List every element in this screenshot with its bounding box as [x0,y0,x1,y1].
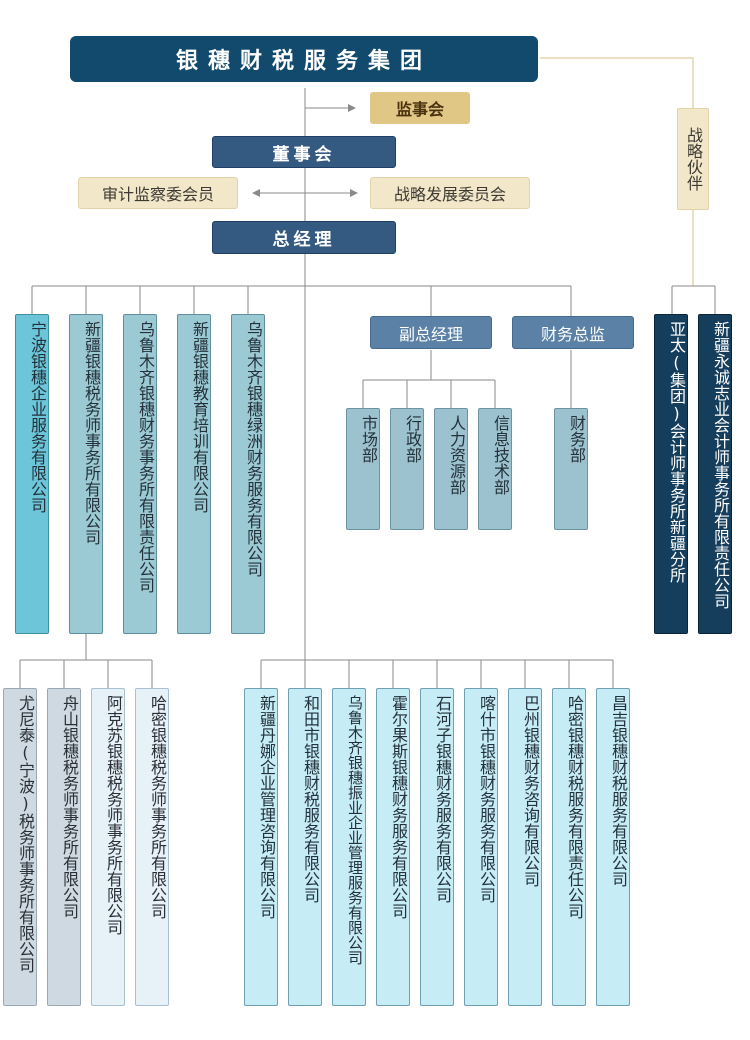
subsidiary-box-urumqi-finance: 乌鲁木齐银穗财务事务所有限责任公司 [123,314,157,634]
deputy-gm-box: 副总经理 [370,316,492,349]
subsidiary-box-oasis: 乌鲁木齐银穗绿洲财务服务有限公司 [231,314,265,634]
arrow-left-icon [252,189,260,197]
subsidiary-label: 乌鲁木齐银穗绿洲财务服务有限公司 [244,321,263,577]
regional-company-box-bazhou: 巴州银穗财务咨询有限公司 [508,688,542,1006]
subsidiary-box-ningbo: 宁波银穗企业服务有限公司 [15,314,49,634]
department-box-admin: 行政部 [390,408,424,530]
department-label: 人力资源部 [447,415,466,495]
regional-company-label: 昌吉银穗财税服务有限公司 [609,695,628,887]
tax-branch-label: 哈密银穗税务师事务所有限公司 [148,695,167,919]
board-of-directors-box: 董事会 [212,136,396,168]
regional-company-box-danna: 新疆丹娜企业管理咨询有限公司 [244,688,278,1006]
tax-branch-label: 舟山银穗税务师事务所有限公司 [60,695,79,919]
department-label: 市场部 [359,415,378,463]
strategic-partner-label: 战略伙伴 [684,127,703,191]
regional-company-label: 石河子银穗财务服务有限公司 [433,695,452,903]
regional-company-label: 乌鲁木齐银穗振业企业管理服务有限公司 [346,695,364,965]
group-title: 银穗财税服务集团 [70,36,538,82]
department-label: 行政部 [403,415,422,463]
regional-company-box-hotan: 和田市银穗财税服务有限公司 [288,688,322,1006]
partner-label: 亚太(集团)会计师事务所新疆分所 [667,321,686,583]
regional-company-box-khorgos: 霍尔果斯银穗财务服务有限公司 [376,688,410,1006]
regional-company-label: 和田市银穗财税服务有限公司 [301,695,320,903]
subsidiary-label: 宁波银穗企业服务有限公司 [28,321,47,513]
general-manager-box: 总经理 [212,221,396,254]
partner-box-yongcheng: 新疆永诚志业会计师事务所有限责任公司 [698,314,732,634]
regional-company-label: 喀什市银穗财务服务有限公司 [477,695,496,903]
department-box-hr: 人力资源部 [434,408,468,530]
department-box-market: 市场部 [346,408,380,530]
regional-company-box-hami: 哈密银穗财税服务有限责任公司 [552,688,586,1006]
tax-branch-box-hami: 哈密银穗税务师事务所有限公司 [135,688,169,1006]
subsidiary-label: 新疆银穗税务师事务所有限公司 [82,321,101,545]
strategy-committee-box: 战略发展委员会 [370,177,530,209]
tax-branch-label: 尤尼泰(宁波)税务师事务所有限公司 [16,695,35,973]
regional-company-label: 巴州银穗财务咨询有限公司 [521,695,540,887]
regional-company-label: 新疆丹娜企业管理咨询有限公司 [257,695,276,919]
regional-company-label: 哈密银穗财税服务有限责任公司 [565,695,584,919]
strategic-partner-box: 战略伙伴 [677,108,709,210]
partner-box-asia-pacific: 亚太(集团)会计师事务所新疆分所 [654,314,688,634]
subsidiary-label: 乌鲁木齐银穗财务事务所有限责任公司 [136,321,155,593]
subsidiary-box-xinjiang-tax: 新疆银穗税务师事务所有限公司 [69,314,103,634]
tax-branch-box-unitax: 尤尼泰(宁波)税务师事务所有限公司 [3,688,37,1006]
tax-branch-label: 阿克苏银穗税务师事务所有限公司 [104,695,123,935]
tax-branch-box-zhoushan: 舟山银穗税务师事务所有限公司 [47,688,81,1006]
cfo-box: 财务总监 [512,316,634,349]
regional-company-box-zhenye: 乌鲁木齐银穗振业企业管理服务有限公司 [332,688,366,1006]
finance-department-box: 财务部 [554,408,588,530]
partner-label: 新疆永诚志业会计师事务所有限责任公司 [711,321,730,609]
finance-department-label: 财务部 [567,415,586,463]
regional-company-box-shihezi: 石河子银穗财务服务有限公司 [420,688,454,1006]
department-box-it: 信息技术部 [478,408,512,530]
arrow-right-icon [350,189,358,197]
subsidiary-label: 新疆银穗教育培训有限公司 [190,321,209,513]
supervisory-board-box: 监事会 [370,92,470,124]
tax-branch-box-aksu: 阿克苏银穗税务师事务所有限公司 [91,688,125,1006]
audit-committee-box: 审计监察委会员 [78,177,238,209]
arrow-right-icon [348,104,356,112]
subsidiary-box-education: 新疆银穗教育培训有限公司 [177,314,211,634]
regional-company-label: 霍尔果斯银穗财务服务有限公司 [389,695,408,919]
regional-company-box-changji: 昌吉银穗财税服务有限公司 [596,688,630,1006]
regional-company-box-kashgar: 喀什市银穗财务服务有限公司 [464,688,498,1006]
department-label: 信息技术部 [491,415,510,495]
